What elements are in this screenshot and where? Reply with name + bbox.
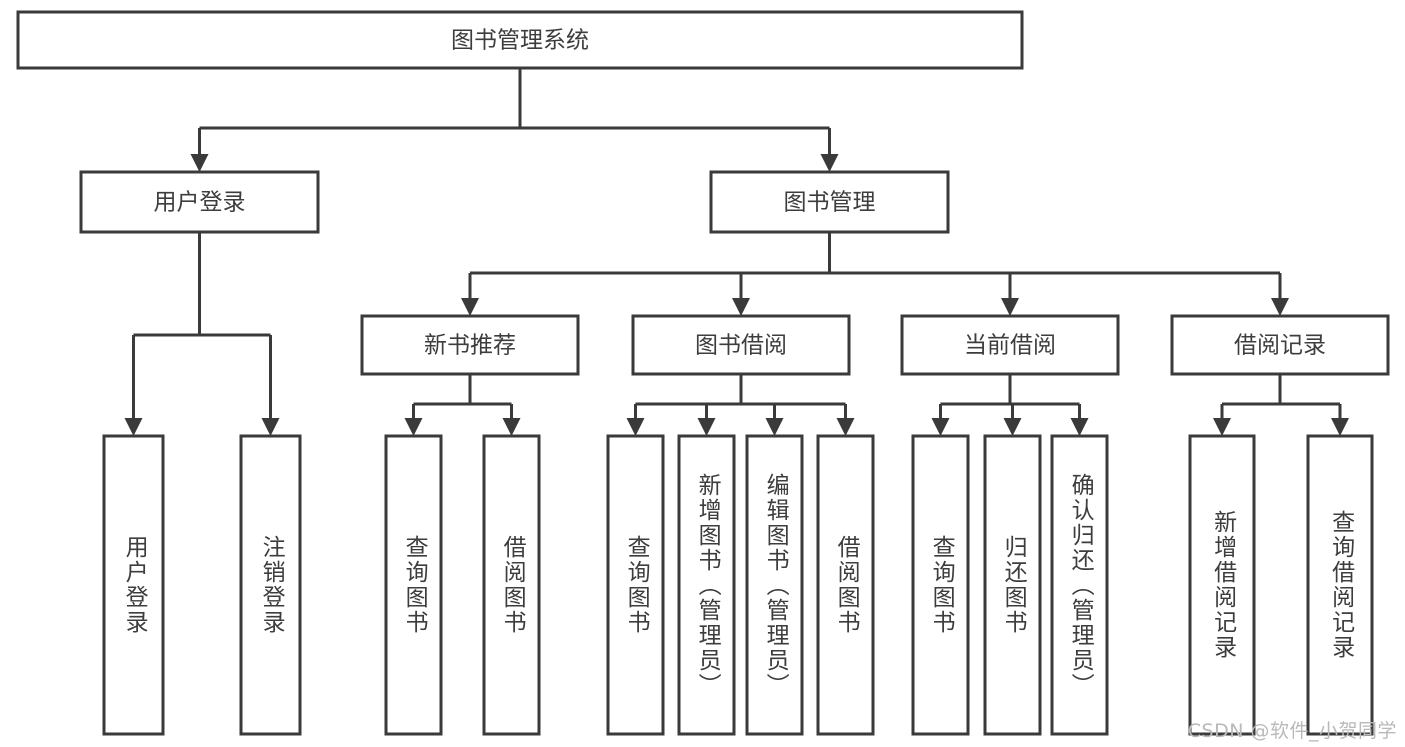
node-box-leaf-query-book-cur[interactable] [911, 434, 970, 736]
node-box-user-login[interactable] [79, 170, 320, 234]
node-label-book-manage: 图书管理 [784, 190, 876, 216]
node-box-leaf-query-book-rec[interactable] [384, 434, 443, 736]
node-box-borrow-records[interactable] [1170, 314, 1390, 376]
node-box-book-manage[interactable] [709, 170, 950, 234]
node-label-new-book-recommend: 新书推荐 [424, 333, 516, 359]
arrow-head-leaf-current-borrow-1 [1003, 418, 1022, 436]
arrow-head-leaf-new-book-recommend-0 [404, 418, 423, 436]
node-box-leaf-add-book[interactable] [677, 434, 736, 736]
node-label-book-borrow: 图书借阅 [695, 333, 787, 359]
watermark-text: CSDN @软件_小贺同学 [1187, 720, 1397, 742]
arrow-head-leaf-user-login-0 [124, 418, 143, 436]
connector-layer [124, 68, 1349, 436]
node-box-leaf-add-record[interactable] [1188, 434, 1256, 736]
node-box-layer [16, 10, 1390, 736]
arrow-head-book-manage-0 [461, 298, 479, 316]
arrow-head-leaf-current-borrow-0 [931, 418, 950, 436]
node-box-current-borrow[interactable] [900, 314, 1120, 376]
node-label-borrow-records: 借阅记录 [1234, 333, 1326, 359]
arrow-head-leaf-book-borrow-2 [765, 418, 784, 436]
arrow-head-leaf-book-borrow-3 [836, 418, 855, 436]
arrow-head-root-0 [190, 154, 209, 172]
node-box-book-borrow[interactable] [631, 314, 851, 376]
node-label-root: 图书管理系统 [451, 28, 589, 54]
arrow-head-root-1 [820, 154, 839, 172]
node-box-new-book-recommend[interactable] [360, 314, 580, 376]
arrow-head-book-manage-2 [1001, 298, 1019, 316]
node-box-leaf-query-book-borrow[interactable] [606, 434, 665, 736]
node-box-leaf-confirm-return[interactable] [1050, 434, 1109, 736]
node-label-user-login: 用户登录 [154, 190, 246, 216]
node-box-leaf-edit-book[interactable] [745, 434, 804, 736]
arrow-head-leaf-user-login-1 [261, 418, 280, 436]
node-box-leaf-user-login[interactable] [102, 434, 165, 736]
node-box-root[interactable] [16, 10, 1024, 70]
arrow-head-leaf-borrow-records-0 [1213, 418, 1231, 436]
arrow-head-leaf-book-borrow-1 [697, 418, 716, 436]
arrow-head-leaf-borrow-records-1 [1331, 418, 1349, 436]
node-box-leaf-logout[interactable] [239, 434, 302, 736]
node-box-leaf-borrow-book-rec[interactable] [482, 434, 541, 736]
node-box-leaf-return-book[interactable] [983, 434, 1042, 736]
node-label-current-borrow: 当前借阅 [964, 333, 1056, 359]
arrow-head-leaf-book-borrow-0 [626, 418, 645, 436]
arrow-head-book-manage-3 [1271, 298, 1289, 316]
arrow-head-leaf-new-book-recommend-1 [502, 418, 521, 436]
node-box-leaf-borrow-book[interactable] [816, 434, 875, 736]
arrow-head-book-manage-1 [732, 298, 750, 316]
arrow-head-leaf-current-borrow-2 [1070, 418, 1089, 436]
node-box-leaf-query-record[interactable] [1306, 434, 1374, 736]
